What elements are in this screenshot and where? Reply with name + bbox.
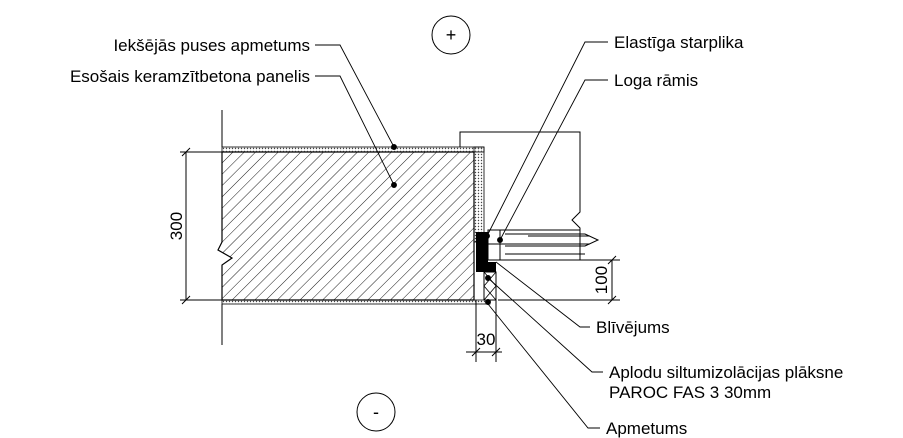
label-insulation-2: PAROC FAS 3 30mm — [609, 383, 771, 402]
inside-symbol: + — [431, 15, 471, 55]
concrete-panel — [217, 151, 475, 301]
dim-300: 300 — [167, 212, 186, 240]
label-window-frame: Loga rāmis — [614, 71, 698, 90]
outer-plaster-layer — [221, 299, 491, 305]
label-inner-plaster: Iekšējās puses apmetums — [113, 36, 310, 55]
label-sealing: Blīvējums — [596, 318, 670, 337]
dimension-lines — [180, 147, 620, 362]
gasket-and-insulation — [476, 232, 497, 301]
label-panel: Esošais keramzītbetona panelis — [70, 67, 310, 86]
dim-100: 100 — [592, 266, 611, 294]
window-frame-outline — [459, 131, 600, 261]
label-plaster: Apmetums — [606, 419, 687, 438]
dim-30: 30 — [477, 330, 496, 349]
label-insulation-1: Aplodu siltumizolācijas plāksne — [609, 363, 843, 382]
outside-sign: - — [373, 402, 379, 422]
inside-sign: + — [446, 25, 457, 45]
leader-lines — [315, 41, 608, 429]
outside-symbol: - — [356, 392, 396, 432]
label-elastic-gasket: Elastīga starplika — [614, 33, 744, 52]
